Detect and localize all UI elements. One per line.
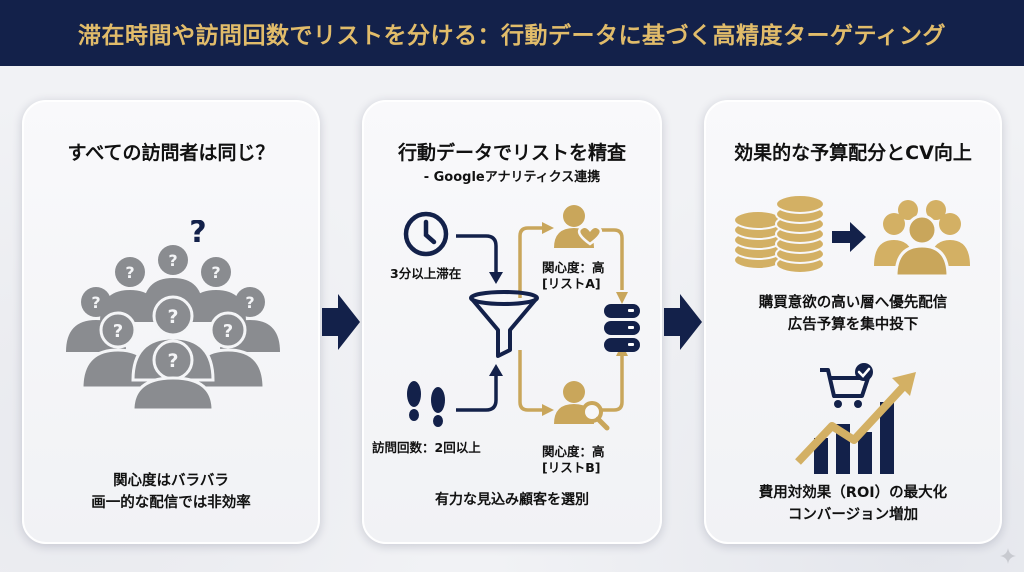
panel-title: すべての訪問者は同じ？ (67, 142, 275, 164)
list-b-name: [リストB] (542, 459, 601, 475)
footer-line: 関心度はバラバラ (113, 473, 229, 489)
user-search-icon (554, 381, 610, 431)
panel-title: 効果的な予算配分とCV向上 (734, 142, 972, 164)
arrow-right-icon (832, 222, 866, 252)
database-icon (604, 304, 640, 352)
user-heart-icon (554, 205, 603, 248)
coins-icon (733, 194, 825, 274)
visit-count-label: 訪問回数：2回以上 (372, 440, 481, 455)
svg-text:?: ? (189, 220, 206, 250)
svg-text:?: ? (125, 263, 134, 282)
growth-cart-icon (795, 363, 916, 474)
panel3-footer: 費用対効果（ROI）の最大化 コンバージョン増加 (706, 482, 1000, 527)
panel-subtitle: - Googleアナリティクス連携 (423, 170, 601, 185)
svg-text:?: ? (223, 321, 233, 342)
list-a-interest: 関心度：高 (542, 260, 605, 275)
panel-budget-cv: 効果的な予算配分とCV向上 (704, 100, 1002, 544)
user-group-icon (874, 200, 970, 276)
panel-behavior-data: 行動データでリストを精査 - Googleアナリティクス連携 3分以上滞在 訪問… (362, 100, 662, 544)
panel-title: 行動データでリストを精査 (397, 142, 626, 164)
mid-line: 広告予算を集中投下 (787, 317, 919, 334)
list-b-label: 関心度：高 [リストB] (542, 444, 605, 475)
panel-all-visitors: すべての訪問者は同じ？ ? ? (22, 100, 320, 544)
mid-line: 購買意欲の高い層へ優先配信 (758, 295, 948, 311)
flow-connectors (456, 222, 628, 416)
stay-time-label: 3分以上滞在 (390, 266, 462, 281)
footer-line: 画一的な配信では非効率 (91, 495, 251, 512)
svg-text:?: ? (167, 306, 178, 328)
funnel-icon (469, 290, 539, 358)
svg-text:?: ? (91, 293, 100, 312)
page-title: 滞在時間や訪問回数でリストを分ける：行動データに基づく高精度ターゲティング (77, 23, 947, 49)
list-a-label: 関心度：高 [リストA] (542, 260, 605, 291)
panel2-footer: 有力な見込み顧客を選別 (435, 492, 589, 508)
panel3-mid-text: 購買意欲の高い層へ優先配信 広告予算を集中投下 (706, 292, 1000, 337)
arrow-right-icon (322, 294, 360, 350)
footprints-icon (407, 381, 445, 427)
footer-line: 費用対効果（ROI）の最大化 (758, 485, 948, 501)
svg-text:?: ? (211, 263, 220, 282)
svg-text:?: ? (113, 321, 123, 342)
sparkle-icon (1000, 548, 1016, 564)
svg-text:?: ? (168, 251, 177, 270)
arrow-right-icon (664, 294, 702, 350)
list-b-interest: 関心度：高 (542, 444, 605, 459)
svg-text:?: ? (167, 350, 178, 372)
clock-icon (403, 211, 449, 257)
crowd-question-icon: ? ? ? ? ? ? ? ? ? ? (66, 220, 280, 410)
svg-text:?: ? (245, 293, 254, 312)
footer-line: コンバージョン増加 (787, 507, 919, 524)
header-banner: 滞在時間や訪問回数でリストを分ける：行動データに基づく高精度ターゲティング (0, 0, 1024, 66)
panel1-footer: 関心度はバラバラ 画一的な配信では非効率 (24, 470, 318, 515)
list-a-name: [リストA] (542, 275, 601, 291)
